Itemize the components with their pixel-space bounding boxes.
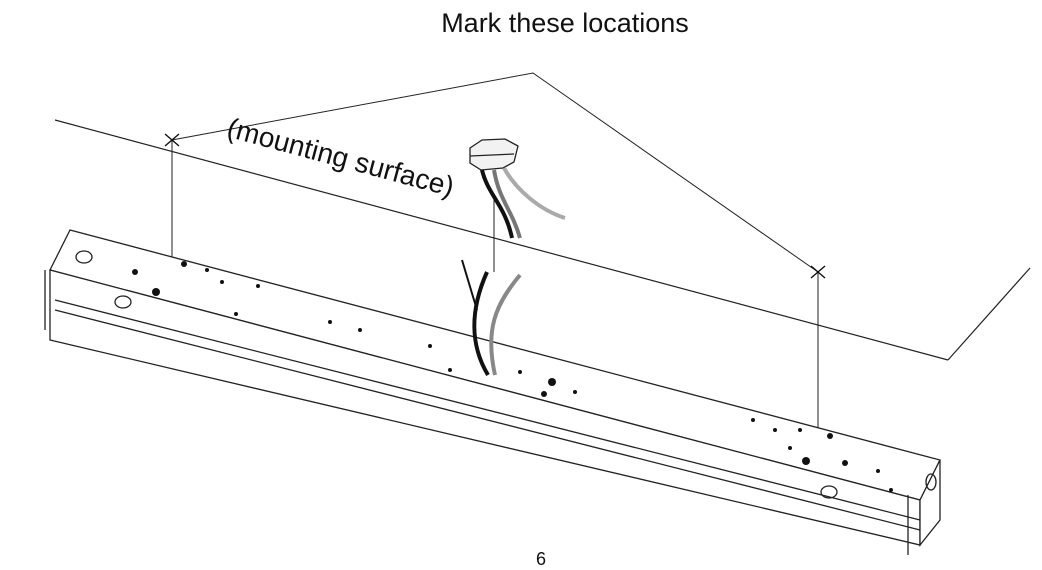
mark-location-icon	[165, 134, 825, 278]
mark-leader-lines	[172, 73, 818, 445]
fixture-body	[45, 230, 940, 555]
fixture-wire-icon	[462, 260, 520, 375]
page-number: 6	[536, 549, 547, 569]
instruction-title: Mark these locations	[441, 8, 689, 38]
mounting-surface	[55, 120, 1030, 360]
fixture-knockouts	[132, 261, 893, 492]
junction-box-icon	[470, 139, 565, 238]
